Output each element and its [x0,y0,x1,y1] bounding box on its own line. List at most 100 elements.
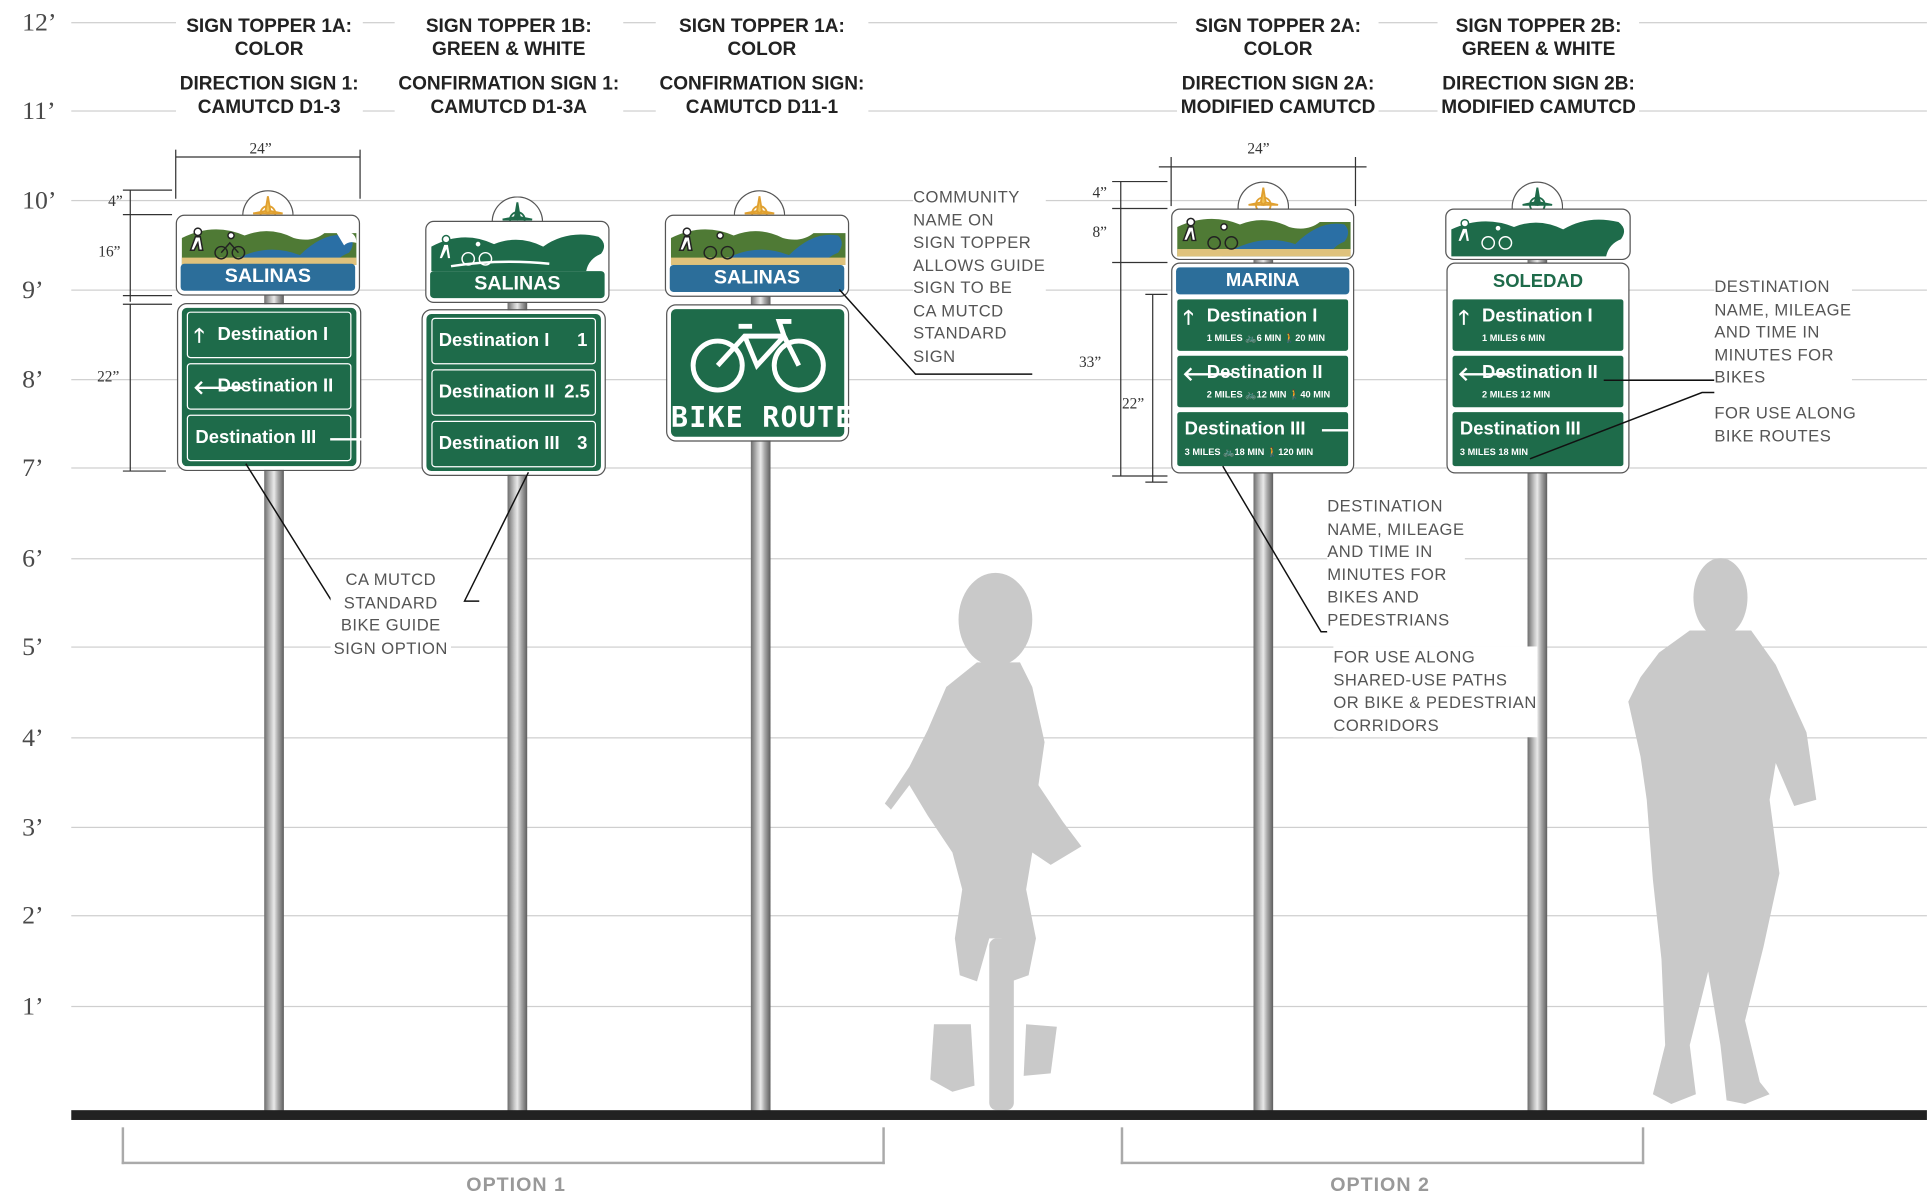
sign-row: Destination II 2.5 [431,369,597,416]
header-line: DIRECTION SIGN 2B: [1442,73,1635,95]
annotation-line: FOR USE ALONG [1714,403,1857,422]
height-label: 4’ [22,722,44,752]
header-line: COLOR [234,39,304,61]
annotation-line: MINUTES FOR [1714,345,1835,364]
dimension-label: 24” [249,139,272,158]
direction-sign: 🡑 Destination I 🡐 Destination II Destina… [176,302,381,472]
sign-row: Destination III 3 [431,420,597,468]
header-line: CONFIRMATION SIGN: [659,73,865,95]
dimension-label: 22” [97,368,120,386]
column-header-5: SIGN TOPPER 2B: GREEN & WHITE DIRECTION … [1437,14,1640,119]
height-label: 10’ [22,185,57,215]
annotation-line: ALLOWS GUIDE [913,255,1046,275]
annotation-line: CA MUTCD [913,301,1004,320]
arrow-up-icon: 🡑 [1458,307,1469,329]
height-label: 3’ [22,812,44,842]
sign-row: Destination III 3 MILES 18 MIN [1451,410,1625,468]
bike-route-text: BIKE ROUTE [670,402,854,435]
topper-community-name: SALINAS [430,271,605,299]
annotation-line: SHARED-USE PATHS [1333,670,1508,689]
destination-text: Destination I [438,329,550,351]
sign-row: 🡐 Destination II [186,363,352,410]
header-line: COLOR [1243,39,1313,61]
dimension-label: 8” [1092,223,1108,241]
arrow-right-icon: 🡒 [1320,417,1353,443]
distance-value: 3 [577,433,588,454]
annotation-line: BIKES AND [1327,587,1420,606]
gridline [71,110,1927,112]
header-line: SIGN TOPPER 2B: [1455,15,1622,37]
annotation-bikes: DESTINATION NAME, MILEAGE AND TIME IN MI… [1714,276,1852,390]
gridline [71,467,1927,469]
height-label: 12’ [22,7,57,37]
annotation-line: SIGN TO BE [913,278,1013,297]
gridline [71,379,1927,381]
dimension-label: 16” [98,242,121,261]
topper-community-name: SALINAS [669,264,845,292]
topper-community-name: MARINA [1176,267,1350,295]
header-line: CAMUTCD D1-3 [197,96,341,118]
annotation-line: NAME, MILEAGE [1327,519,1465,538]
column-header-3: SIGN TOPPER 1A: COLOR CONFIRMATION SIGN:… [655,14,869,119]
topper-community-name: SALINAS [180,263,356,291]
sign-row: Destination I 1 [431,317,597,365]
column-header-1: SIGN TOPPER 1A: COLOR DIRECTION SIGN 1: … [176,14,363,119]
annotation-line: BIKE GUIDE [340,615,441,635]
arrow-left-icon: 🡐 [192,377,246,399]
dimension-label: 22” [1121,394,1145,413]
landscape-icon [1177,217,1351,257]
annotation-line: SIGN [913,346,956,365]
bike-route-sign: BIKE ROUTE [666,304,854,442]
compass-icon [1511,181,1564,214]
distance-time-text: 2 MILES 🚲12 MIN 🚶40 MIN [1206,388,1331,400]
header-line: SIGN TOPPER 2A: [1195,15,1361,37]
annotation-line: BIKE ROUTES [1714,426,1832,445]
destination-text: Destination II [438,381,555,403]
header-line: SIGN TOPPER 1A: [678,15,845,37]
header-line: COLOR [727,39,797,61]
annotation-line: BIKES [1714,368,1766,387]
sign-row: 🡑 Destination I 1 MILES 🚲6 MIN 🚶20 MIN [1176,298,1350,353]
annotation-bikes-pedestrians: DESTINATION NAME, MILEAGE AND TIME IN MI… [1327,495,1465,632]
sign-topper: SALINAS [425,220,610,303]
distance-time-text: 1 MILES 6 MIN [1482,332,1546,344]
annotation-line: DESTINATION [1714,277,1831,296]
bicycle-icon [690,318,826,393]
annotation-shared-use: FOR USE ALONG SHARED-USE PATHS OR BIKE &… [1333,646,1537,738]
annotation-line: COMMUNITY [913,187,1020,207]
cyclist-silhouette [884,572,1082,1111]
destination-text: Destination I [1482,305,1593,327]
dimension-label: 33” [1078,353,1102,371]
header-line: DIRECTION SIGN 1: [179,73,359,95]
dimension-label: 4” [1092,184,1108,202]
annotation-line: PEDESTRIANS [1327,610,1450,629]
height-label: 8’ [22,364,44,394]
height-label: 6’ [22,543,44,573]
sign-topper [1171,208,1355,261]
distance-time-text: 2 MILES 12 MIN [1482,388,1551,400]
sign-row: 🡐 Destination II 2 MILES 🚲12 MIN 🚶40 MIN [1176,354,1350,409]
gridline [71,22,1927,24]
header-line: SIGN TOPPER 1B: [425,15,592,37]
header-line: SIGN TOPPER 1A: [186,15,353,37]
arrow-up-icon: 🡑 [194,326,205,348]
annotation-line: DESTINATION [1327,496,1443,516]
height-label: 11’ [22,95,56,126]
direction-sign-modified: MARINA 🡑 Destination I 1 MILES 🚲6 MIN 🚶2… [1171,262,1355,474]
distance-value: 1 [577,329,588,351]
column-header-2: SIGN TOPPER 1B: GREEN & WHITE CONFIRMATI… [394,14,623,119]
header-line: MODIFIED CAMUTCD [1441,96,1636,118]
height-label: 5’ [22,631,44,662]
compass-icon [1237,181,1290,214]
direction-sign-modified: SOLEDAD 🡑 Destination I 1 MILES 6 MIN 🡐 … [1446,262,1630,474]
annotation-line: STANDARD [343,593,438,612]
sign-row: 🡐 Destination II 2 MILES 12 MIN [1451,354,1625,409]
annotation-line: SIGN OPTION [333,638,448,657]
option-1-bracket [121,1127,885,1165]
annotation-line: FOR USE ALONG [1333,647,1476,667]
sign-pole [264,291,284,1117]
distance-time-text: 1 MILES 🚲6 MIN 🚶20 MIN [1206,332,1326,344]
distance-value: 2.5 [564,381,590,403]
annotation-community-name: COMMUNITY NAME ON SIGN TOPPER ALLOWS GUI… [913,186,1046,369]
